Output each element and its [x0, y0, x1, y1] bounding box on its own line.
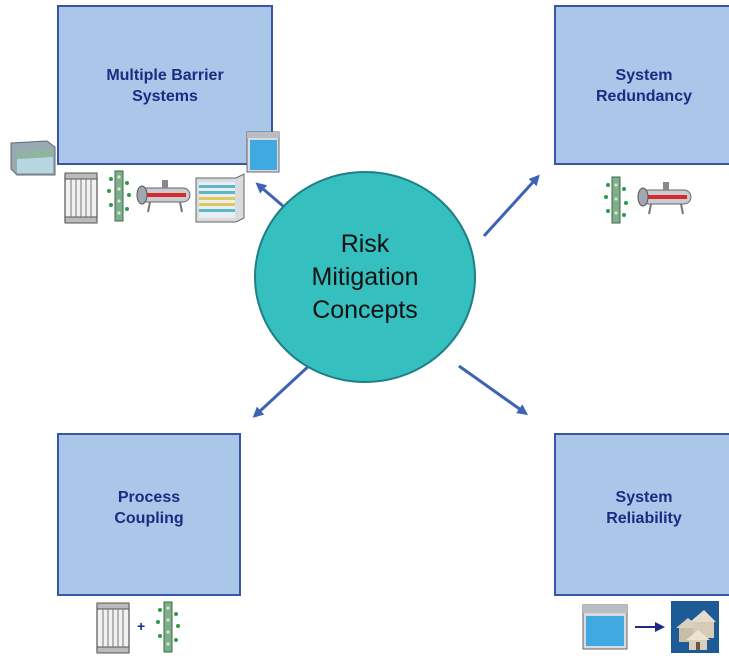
- storage-tank-icon: [246, 131, 280, 173]
- label-line: Concepts: [312, 295, 418, 324]
- system-reliability-box: System Reliability: [554, 433, 729, 596]
- layered-media-filter-icon: [195, 173, 245, 223]
- label-line: Systems: [132, 88, 198, 105]
- cartridge-filter-icon: [604, 176, 628, 224]
- storage-tank-icon: [582, 604, 628, 650]
- label-line: Multiple Barrier: [106, 67, 224, 84]
- process-coupling-label: Process Coupling: [114, 487, 183, 594]
- uv-reactor-icon: [637, 182, 692, 215]
- plus-icon: +: [137, 618, 146, 634]
- arrow-right-icon: [635, 622, 665, 632]
- system-redundancy-box: System Redundancy: [554, 5, 729, 165]
- multiple-barrier-systems-label: Multiple Barrier Systems: [106, 65, 223, 163]
- multiple-barrier-systems-box: Multiple Barrier Systems: [57, 5, 273, 165]
- label-line: Redundancy: [595, 88, 692, 105]
- cartridge-filter-icon: [156, 601, 180, 653]
- sedimentation-basin-icon: [10, 140, 56, 176]
- system-redundancy-label: System Redundancy: [596, 65, 692, 163]
- center-label: Risk Mitigation Concepts: [312, 228, 419, 327]
- system-reliability-label: System Reliability: [606, 487, 682, 594]
- cartridge-filter-icon: [107, 170, 131, 222]
- label-line: Risk: [340, 229, 390, 258]
- arrow-to-process-coupling: [252, 361, 314, 418]
- houses-icon: [671, 601, 719, 653]
- label-line: Reliability: [606, 510, 682, 527]
- label-line: System: [615, 489, 673, 506]
- process-coupling-box: Process Coupling: [57, 433, 241, 596]
- membrane-module-icon: [96, 602, 130, 654]
- label-line: System: [615, 67, 673, 84]
- arrow-to-reliability: [458, 364, 529, 416]
- uv-reactor-icon: [136, 180, 191, 213]
- arrow-to-redundancy: [482, 174, 540, 238]
- risk-mitigation-concepts-circle: Risk Mitigation Concepts: [254, 171, 476, 383]
- membrane-module-icon: [64, 172, 98, 224]
- label-line: Process: [117, 489, 181, 506]
- label-line: Coupling: [114, 510, 184, 527]
- label-line: Mitigation: [311, 262, 419, 291]
